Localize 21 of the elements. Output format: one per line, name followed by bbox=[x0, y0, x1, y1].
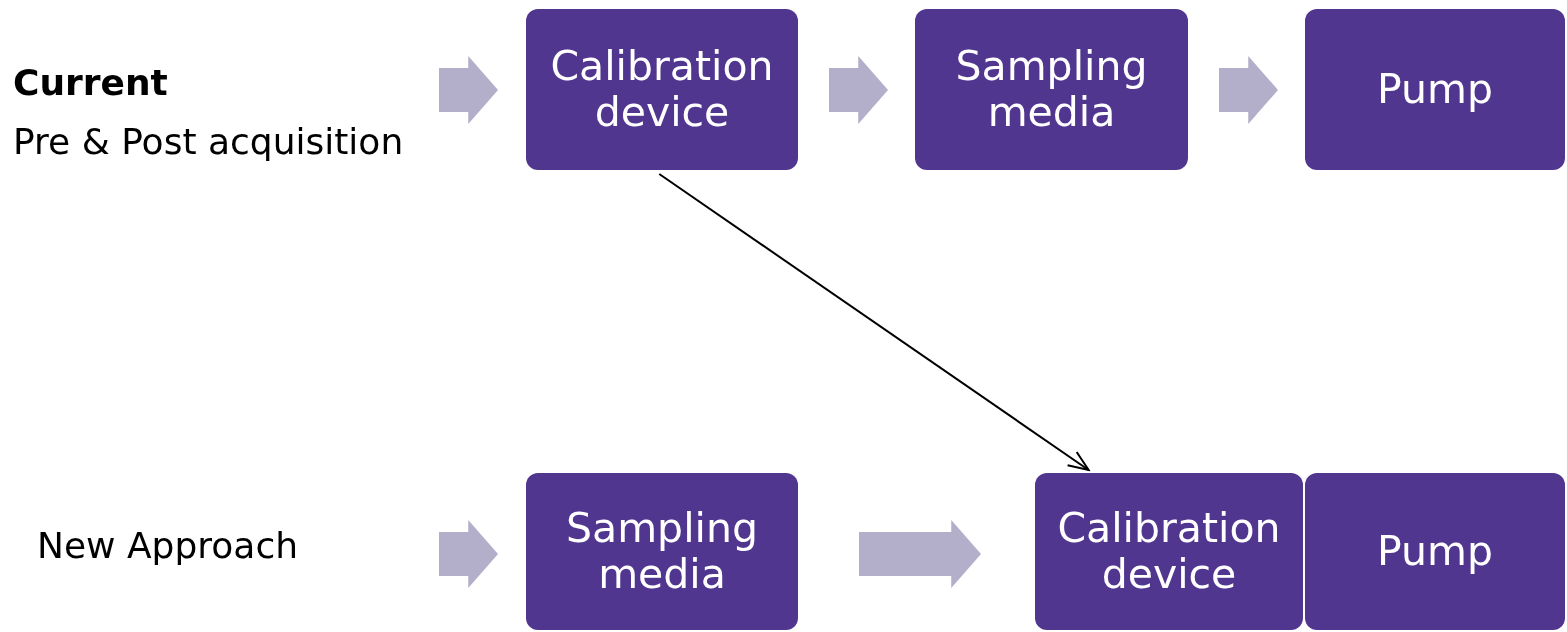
process-box bbox=[1035, 473, 1303, 630]
arrow bbox=[658, 173, 1090, 471]
process-box bbox=[526, 9, 798, 170]
row-label: New Approach bbox=[37, 525, 298, 566]
box-label: Pump bbox=[1377, 528, 1493, 575]
process-box bbox=[1305, 9, 1565, 170]
block-arrow bbox=[439, 56, 498, 124]
process-box bbox=[526, 473, 798, 630]
process-box bbox=[1305, 473, 1565, 630]
row-heading: Current bbox=[13, 62, 168, 103]
box-label: Calibration device bbox=[549, 43, 775, 136]
box-label: Pump bbox=[1377, 66, 1493, 113]
process-box bbox=[915, 9, 1188, 170]
box-label: Sampling media bbox=[954, 43, 1149, 136]
box-label: Sampling media bbox=[565, 505, 759, 598]
box-label: Calibration device bbox=[1056, 505, 1282, 598]
block-arrow bbox=[829, 56, 888, 124]
block-arrow bbox=[859, 520, 981, 588]
row-label: Pre & Post acquisition bbox=[13, 121, 404, 162]
block-arrow bbox=[439, 520, 498, 588]
block-arrow bbox=[1219, 56, 1278, 124]
